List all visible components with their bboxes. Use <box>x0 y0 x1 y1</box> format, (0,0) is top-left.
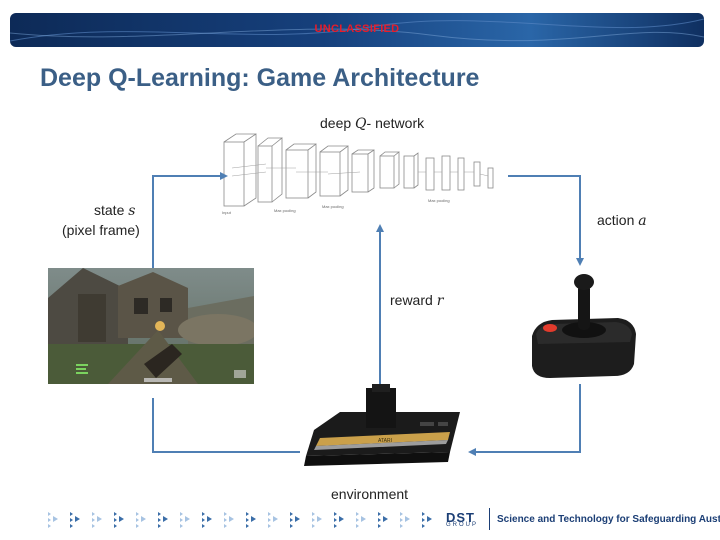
network-conv2 <box>285 149 309 199</box>
game-rifle-icon <box>144 344 182 378</box>
reward-label: reward r <box>390 292 444 309</box>
joystick-image <box>522 268 640 380</box>
environment-arrow <box>468 384 581 456</box>
joystick-fire-button-icon <box>543 324 557 332</box>
network-pool3-text: Max pooling <box>428 198 450 203</box>
console-image: ATARI <box>300 382 464 474</box>
footer-arrow-icon <box>136 512 146 528</box>
dst-logo-sub: GROUP <box>446 522 479 528</box>
footer-arrow-icon <box>48 512 58 528</box>
console-cartridge-icon <box>366 388 396 428</box>
footer-arrow-icon <box>422 512 432 528</box>
joystick-stick-icon <box>578 284 590 330</box>
network-pool1-text: Max pooling <box>274 208 296 213</box>
state-label: state s <box>94 202 136 219</box>
network-label: deep Q- network <box>320 115 425 132</box>
game-muzzle-flash-icon <box>155 321 165 331</box>
footer-arrow-icon <box>180 512 190 528</box>
footer-arrow-icon <box>378 512 388 528</box>
environment-label: environment <box>331 486 409 502</box>
header-bar: UNCLASSIFIED <box>10 13 704 47</box>
network-output <box>487 167 494 189</box>
game-screenshot <box>48 268 254 384</box>
network-fc3 <box>457 157 465 191</box>
slide-title: Deep Q-Learning: Game Architecture <box>40 64 480 92</box>
environment-to-state-line <box>152 398 300 453</box>
network-conv4 <box>351 153 369 193</box>
header-wave-decoration <box>10 18 704 42</box>
footer-arrow-icon <box>114 512 124 528</box>
footer-arrow-icon <box>290 512 300 528</box>
footer-arrow-icon <box>246 512 256 528</box>
network-input-depth <box>243 133 257 207</box>
network-fc1 <box>425 157 435 191</box>
footer-arrow-icon <box>224 512 234 528</box>
footer-arrow-icon <box>158 512 168 528</box>
network-input-text: Input <box>222 210 232 215</box>
footer-divider <box>489 508 490 530</box>
footer-tagline: Science and Technology for Safeguarding … <box>497 514 720 525</box>
console-brand-text: ATARI <box>378 438 392 444</box>
action-label: action a <box>597 212 647 229</box>
footer-pattern <box>48 512 432 528</box>
classification-label: UNCLASSIFIED <box>314 23 400 35</box>
footer-arrow-icon <box>356 512 366 528</box>
network-pool2-text: Max pooling <box>322 204 344 209</box>
action-arrow <box>508 175 584 266</box>
footer-arrow-icon <box>334 512 344 528</box>
footer-arrow-icon <box>70 512 80 528</box>
network-conv3 <box>319 151 341 197</box>
network-conv1 <box>257 145 273 203</box>
dst-logo: DST <box>446 510 475 525</box>
footer-arrow-icon <box>202 512 212 528</box>
network-conv6 <box>403 155 415 189</box>
footer-arrow-icon <box>268 512 278 528</box>
network-fc2 <box>441 155 451 191</box>
state-sublabel: (pixel frame) <box>62 222 140 238</box>
footer-arrow-icon <box>92 512 102 528</box>
footer-arrow-icon <box>400 512 410 528</box>
network-conv5 <box>379 155 395 189</box>
state-arrow <box>152 172 228 268</box>
footer-arrow-icon <box>312 512 322 528</box>
